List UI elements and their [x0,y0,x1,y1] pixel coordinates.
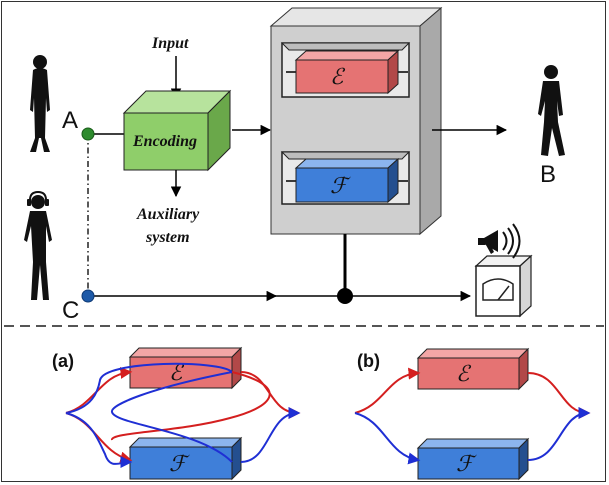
walking-man-silhouette-icon [538,65,565,156]
panel-b-paths [354,367,591,465]
encoding-box [122,89,232,172]
panel-b-f-box [416,437,530,481]
panel-a-label: (a) [52,351,74,371]
node-a [81,127,95,141]
junction-node [337,288,353,304]
megaphone-icon [478,223,521,259]
panel-b-blue-in [354,412,421,465]
channel-e-box [286,49,408,95]
panel-a-f-box [128,436,243,481]
panel-b-e-symbol: ℰ [456,361,472,386]
panel-b-label: (b) [357,351,380,371]
panel-b-blue-out [527,407,591,461]
meter-gauge-icon [474,254,533,318]
label-c: C [62,297,79,324]
channel-e-symbol: ℰ [330,64,346,89]
panel-a-red-path-top [65,366,133,414]
panel-a-blue-path-top [65,362,233,414]
panel-a-e-symbol: ℰ [169,360,185,385]
panel-a-blue-path-bottom [65,412,133,469]
man-with-headphones-silhouette-icon [24,190,52,300]
label-b: B [540,161,556,188]
panel-a-paths [65,362,301,469]
auxiliary-label-line2: system [145,229,190,246]
panel-b-e-box [416,347,530,391]
panel-a-f-symbol: ℱ [169,451,190,476]
input-label: Input [151,35,189,52]
label-a: A [62,107,78,134]
encoding-label: Encoding [132,133,197,150]
panel-b-red-in [354,367,421,414]
auxiliary-label-line1: Auxiliary [136,206,200,223]
woman-silhouette-icon [30,55,50,152]
panel-a-blue-cross [111,371,233,463]
channel-f-symbol: ℱ [330,173,351,198]
node-c [81,289,95,303]
panel-b-red-out [527,372,591,419]
panel-a-blue-out [240,407,301,463]
panel-b-f-symbol: ℱ [456,451,477,476]
channel-f-box [286,157,408,204]
